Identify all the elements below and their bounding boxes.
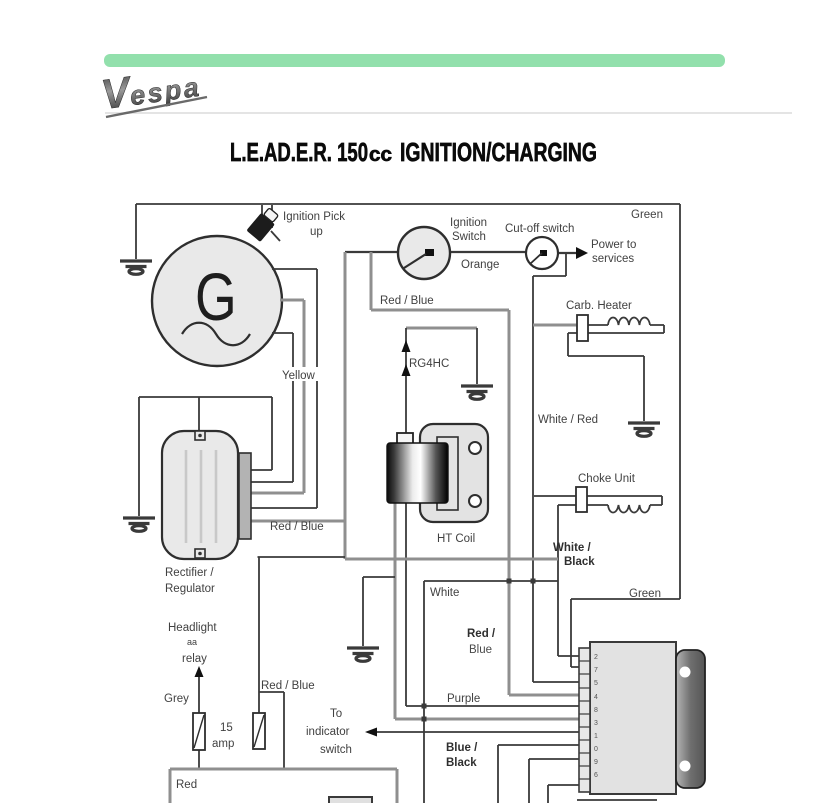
svg-text:Power to: Power to	[591, 239, 636, 251]
svg-text:Carb. Heater: Carb. Heater	[566, 300, 632, 312]
svg-text:0: 0	[594, 746, 598, 753]
svg-text:Orange: Orange	[461, 259, 499, 271]
svg-text:Black: Black	[564, 556, 595, 568]
svg-text:Headlight: Headlight	[168, 622, 217, 634]
svg-text:up: up	[310, 226, 323, 238]
svg-text:Red: Red	[176, 779, 197, 791]
svg-text:amp: amp	[212, 738, 234, 750]
svg-text:Rectifier /: Rectifier /	[165, 567, 214, 579]
svg-text:Switch: Switch	[452, 231, 486, 243]
svg-text:Green: Green	[629, 588, 661, 600]
svg-text:Yellow: Yellow	[282, 370, 316, 382]
svg-text:White: White	[430, 587, 459, 599]
svg-text:Regulator: Regulator	[165, 583, 215, 595]
svg-text:3: 3	[594, 720, 598, 727]
svg-text:aa: aa	[187, 637, 197, 647]
svg-text:Ignition: Ignition	[450, 217, 487, 229]
svg-text:switch: switch	[320, 744, 352, 756]
svg-text:G: G	[195, 259, 237, 334]
svg-text:Grey: Grey	[164, 693, 189, 705]
svg-text:9: 9	[594, 759, 598, 766]
svg-text:Red / Blue: Red / Blue	[270, 521, 324, 533]
svg-text:5: 5	[594, 680, 598, 687]
svg-text:Red / Blue: Red / Blue	[380, 295, 434, 307]
svg-text:relay: relay	[182, 653, 207, 665]
svg-text:HT Coil: HT Coil	[437, 533, 475, 545]
svg-text:Ignition Pick: Ignition Pick	[283, 211, 345, 223]
svg-text:Red / Blue: Red / Blue	[261, 680, 315, 692]
svg-text:8: 8	[594, 707, 598, 714]
svg-text:1: 1	[594, 733, 598, 740]
svg-text:To: To	[330, 708, 342, 720]
svg-text:2: 2	[594, 654, 598, 661]
svg-text:Cut-off switch: Cut-off switch	[505, 223, 574, 235]
svg-text:7: 7	[594, 667, 598, 674]
svg-text:services: services	[592, 253, 634, 265]
svg-text:6: 6	[594, 772, 598, 779]
svg-text:4: 4	[594, 694, 598, 701]
svg-text:IGNITION/CHARGING: IGNITION/CHARGING	[400, 137, 597, 167]
svg-text:Black: Black	[446, 757, 477, 769]
svg-text:White / Red: White / Red	[538, 414, 598, 426]
svg-text:L.E.AD.E.R. 150: L.E.AD.E.R. 150	[230, 137, 368, 167]
svg-text:RG4HC: RG4HC	[409, 358, 449, 370]
svg-text:Green: Green	[631, 209, 663, 221]
svg-text:Choke Unit: Choke Unit	[578, 473, 636, 485]
svg-text:Purple: Purple	[447, 693, 480, 705]
svg-text:Blue /: Blue /	[446, 742, 478, 754]
svg-text:Red /: Red /	[467, 628, 496, 640]
svg-text:White /: White /	[553, 542, 591, 554]
svg-text:Blue: Blue	[469, 644, 492, 656]
svg-text:15: 15	[220, 722, 233, 734]
svg-text:cc: cc	[369, 144, 392, 166]
svg-text:indicator: indicator	[306, 726, 350, 738]
